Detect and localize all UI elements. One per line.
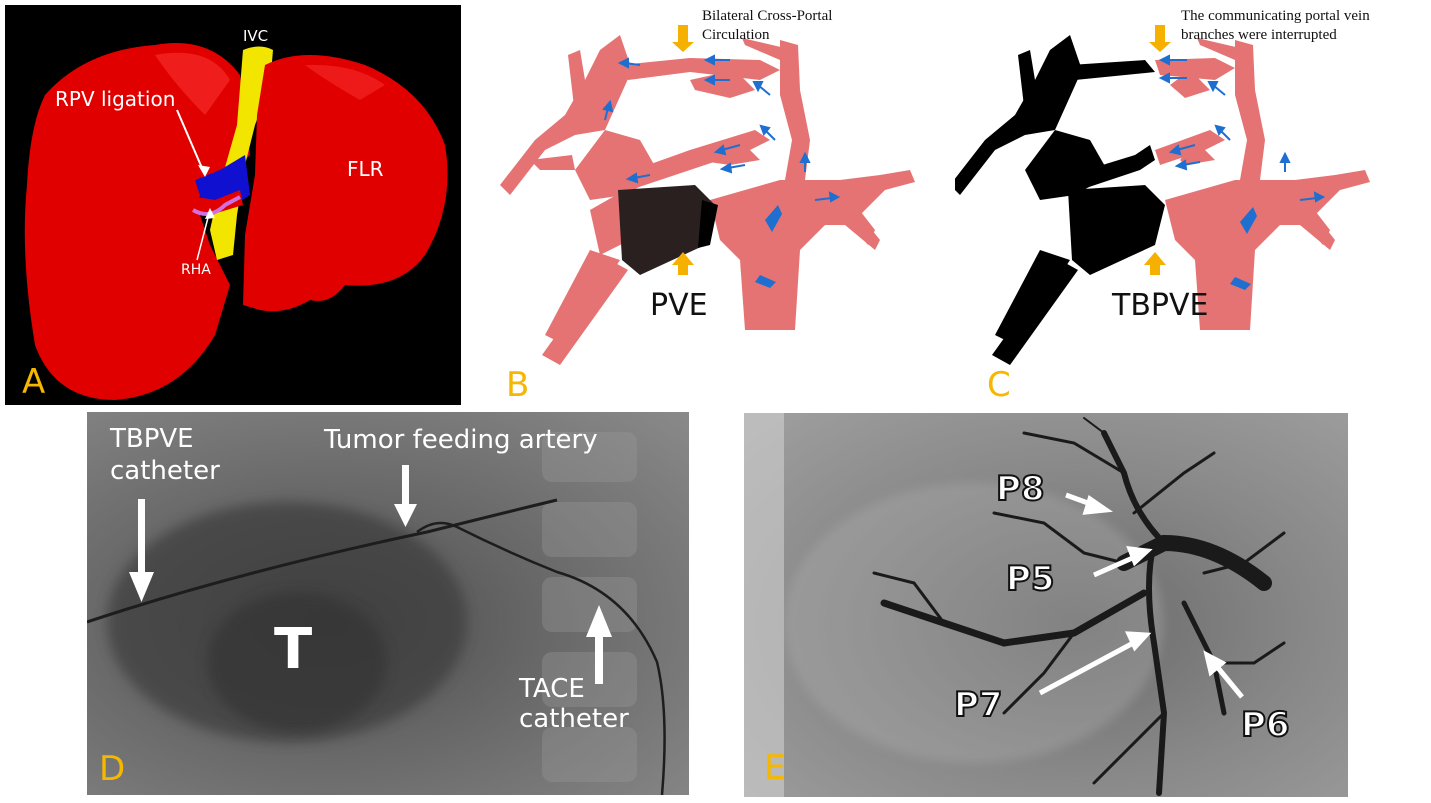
liver-3d-render (24, 43, 448, 400)
p6-label: P6 (1240, 704, 1291, 746)
panel-b: Bilateral Cross-Portal Circulation PVE B (480, 0, 950, 410)
panel-letter-a: A (22, 362, 46, 402)
p5-label: P5 (1005, 558, 1056, 600)
panel-e: P8 P5 P7 P6 E (744, 413, 1348, 797)
pve-caption-line1: Bilateral Cross-Portal (702, 8, 833, 24)
tbpve-caption-line2: branches were interrupted (1181, 27, 1337, 43)
pve-caption-line2: Circulation (702, 27, 770, 43)
panel-letter-b: B (506, 365, 530, 405)
angiography-image-d (87, 432, 666, 795)
flr-lobe (243, 55, 448, 312)
rha-label: RHA (181, 262, 211, 278)
panel-a: IVC RPV ligation FLR RHA A (5, 5, 461, 405)
portogram-image-e (744, 413, 1286, 797)
tumor-feeding-artery-label: Tumor feeding artery (324, 425, 598, 455)
right-lobe (24, 43, 250, 400)
panel-d: TBPVE catheter Tumor feeding artery T TA… (87, 412, 689, 795)
tace-catheter-label-line1: TACE (519, 674, 585, 704)
panel-letter-d: D (99, 749, 126, 789)
flr-label: FLR (347, 157, 384, 181)
tbpve-caption-line1: The communicating portal vein (1181, 8, 1370, 24)
panel-letter-e: E (764, 748, 786, 788)
tbpve-catheter-label-line2: catheter (110, 456, 220, 486)
tbpve-catheter-label-line1: TBPVE (110, 424, 194, 454)
tace-catheter-label-line2: catheter (519, 704, 629, 734)
tbpve-label: TBPVE (1112, 288, 1209, 323)
tumor-label: T (274, 617, 313, 682)
ivc-label: IVC (243, 27, 269, 45)
pve-label: PVE (650, 288, 708, 323)
embolized-segment (618, 185, 715, 275)
p7-label: P7 (953, 684, 1004, 726)
rpv-ligation-label: RPV ligation (55, 87, 176, 111)
portal-diagram-tbpve (955, 25, 1370, 365)
p8-label: P8 (995, 468, 1046, 510)
portal-diagram-pve (500, 25, 915, 365)
panel-c: The communicating portal vein branches w… (955, 0, 1431, 410)
panel-letter-c: C (987, 365, 1011, 405)
